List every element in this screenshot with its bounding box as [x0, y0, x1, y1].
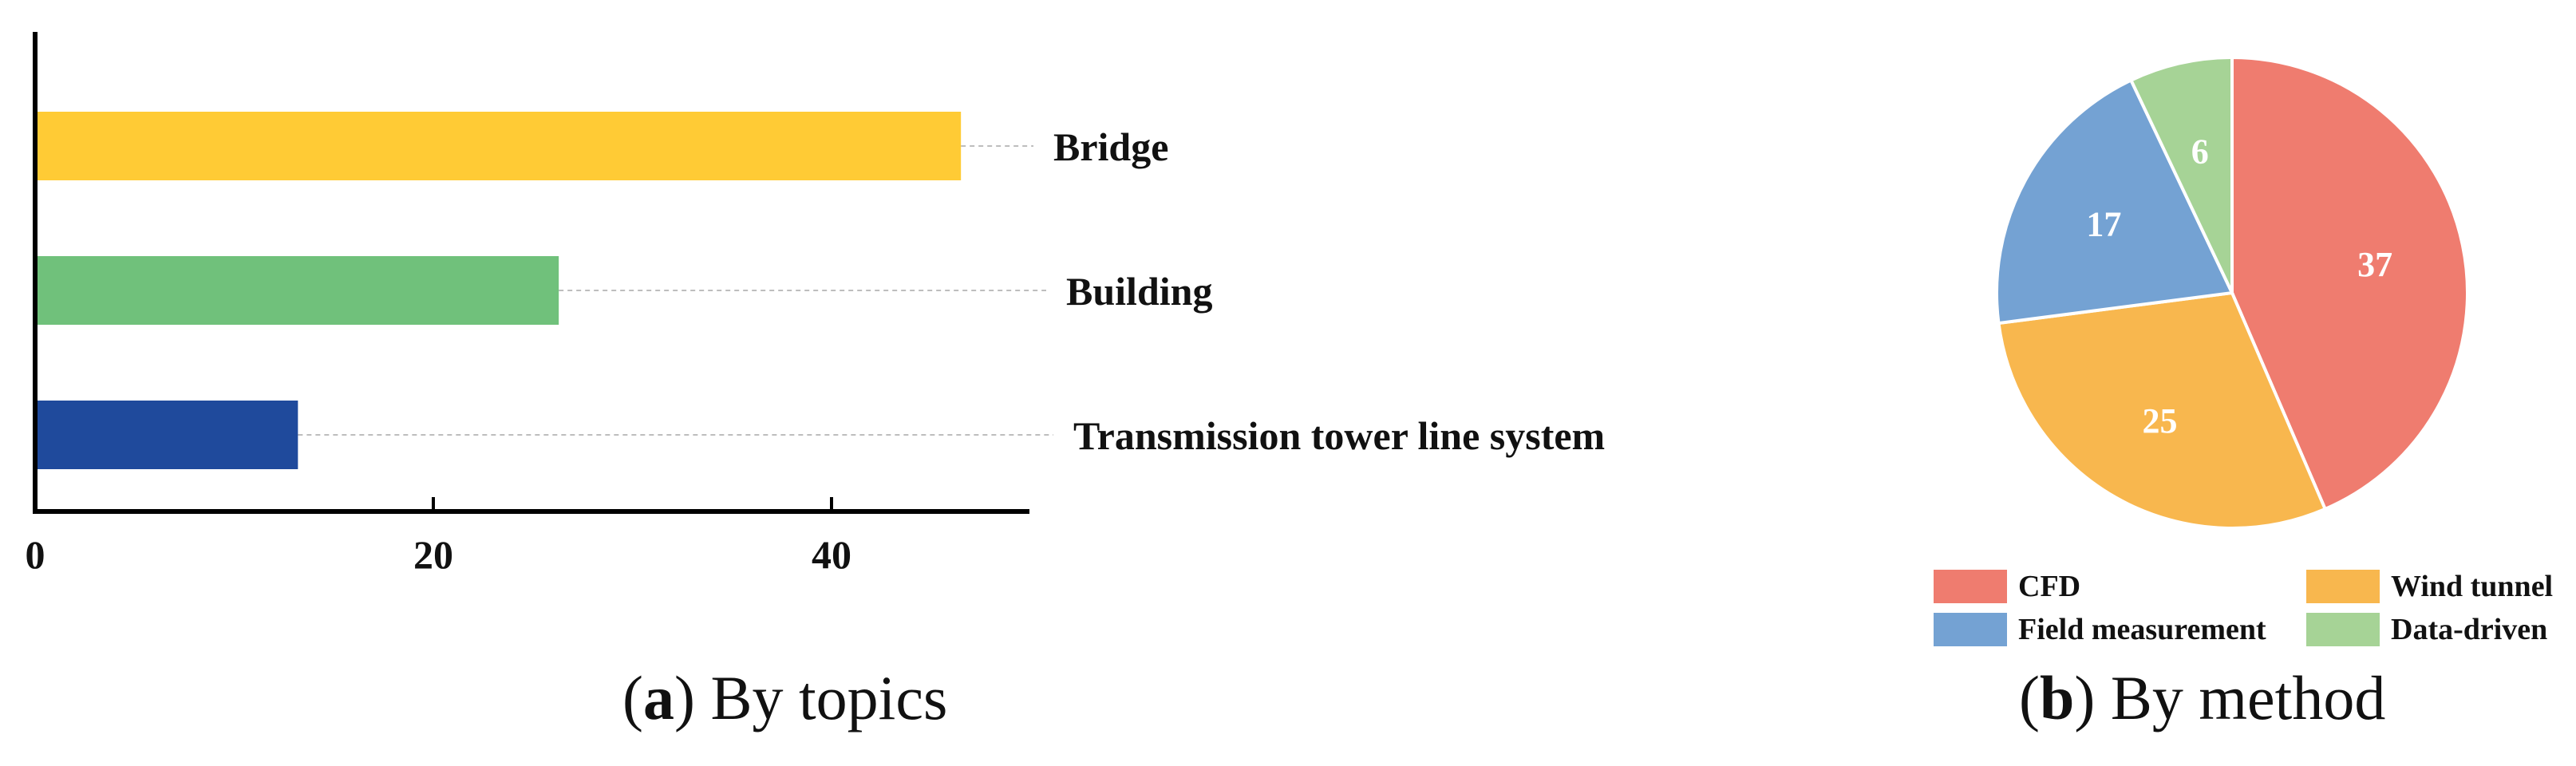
bar-label-2: Transmission tower line system	[1073, 413, 1605, 458]
bar-label-0: Bridge	[1053, 124, 1168, 169]
bar-1	[35, 256, 559, 325]
pie-slice-0	[2230, 55, 2469, 511]
legend-label-2: Field measurement	[2018, 613, 2266, 646]
pie-value-label-2: 17	[2086, 204, 2121, 243]
pie-value-label-0: 37	[2357, 245, 2392, 284]
legend-swatch-3	[2306, 613, 2380, 646]
legend-swatch-1	[2306, 570, 2380, 603]
legend-swatch-2	[1934, 613, 2007, 646]
legend-swatch-0	[1934, 570, 2007, 603]
x-tick-label-0: 0	[26, 532, 45, 577]
caption-b-text: By method	[2095, 663, 2386, 732]
caption-a: (a) By topics	[622, 663, 948, 732]
bar-label-1: Building	[1066, 269, 1212, 314]
pie-slice-3	[2128, 55, 2234, 294]
pie-value-label-1: 25	[2143, 401, 2178, 440]
caption-a-letter: a	[642, 663, 674, 732]
pie-slice-2	[1995, 77, 2234, 326]
legend-label-3: Data-driven	[2391, 613, 2547, 646]
x-tick-label-2: 40	[812, 532, 851, 577]
pie-slice-1	[1997, 290, 2328, 530]
caption-b: (b) By method	[2019, 663, 2386, 732]
x-tick-label-1: 20	[413, 532, 453, 577]
legend-label-0: CFD	[2018, 570, 2080, 603]
bar-0	[35, 112, 962, 180]
caption-a-text: By topics	[694, 663, 948, 732]
caption-b-letter: b	[2039, 663, 2075, 732]
bar-2	[35, 401, 298, 469]
pie-value-label-3: 6	[2191, 132, 2209, 172]
legend-label-1: Wind tunnel	[2391, 570, 2553, 603]
